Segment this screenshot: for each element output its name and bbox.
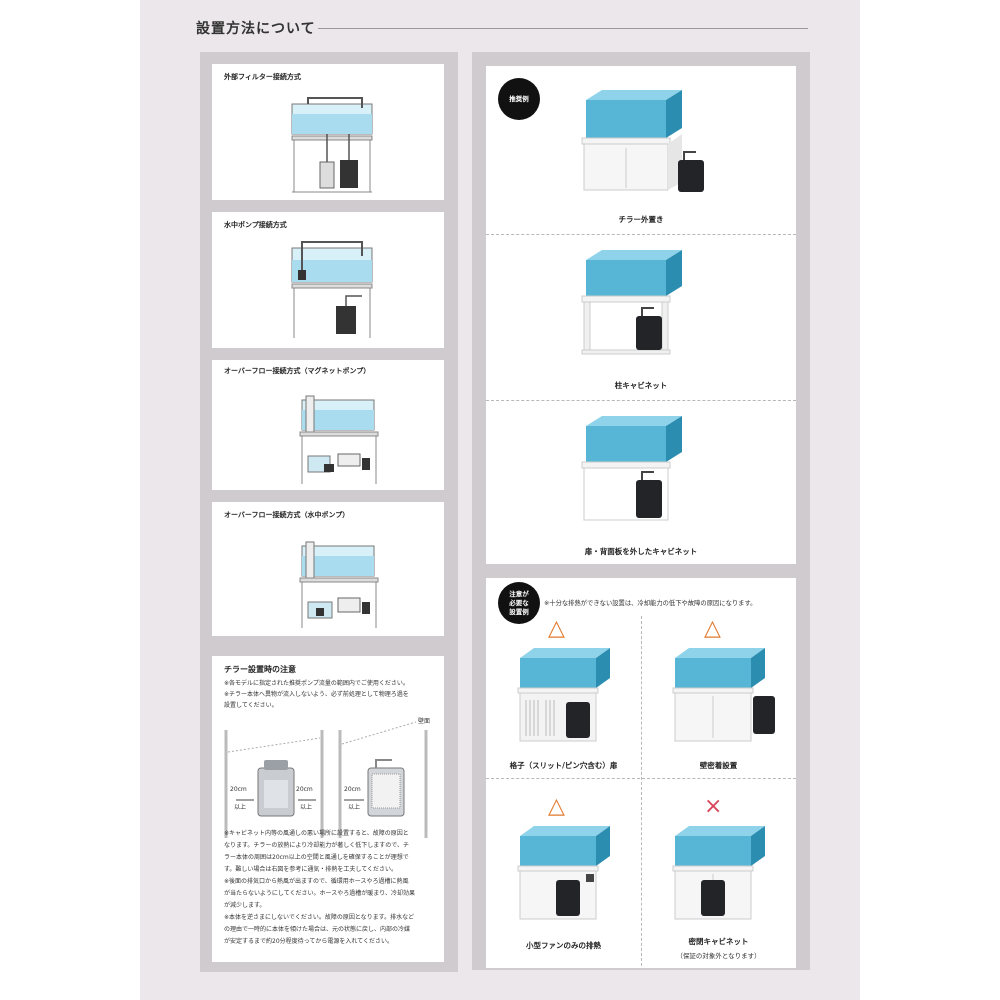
method-label: 外部フィルター接続方式 — [224, 73, 301, 81]
small-fan-illustration — [517, 826, 610, 920]
caution-body-line: ※キャビネット内等の風通しの悪い場所に設置すると、故障の原因と — [224, 830, 409, 837]
attention-badge-line: 必要な — [509, 598, 529, 607]
divider — [641, 616, 642, 966]
caution-body-line: が減少します。 — [224, 902, 266, 909]
attention-card: 注意が 必要な 設置例 ※十分な排熱ができない設置は、冷却能力の低下や故障の原因… — [486, 578, 796, 968]
recommended-example-outside-illustration — [581, 90, 704, 192]
caution-triangle-icon: △ — [548, 794, 565, 819]
method-card-overflow-magnet-pump: オーバーフロー接続方式（マグネットポンプ） — [212, 360, 444, 490]
wall-label: 壁面 — [418, 718, 431, 725]
attention-caption: 密閉キャビネット — [688, 937, 749, 946]
overflow-submersible-pump-diagram — [299, 541, 379, 628]
caution-triangle-icon: △ — [704, 616, 721, 641]
page-title: 設置方法について — [196, 21, 316, 37]
attention-subcaption: （保証の対象外となります） — [676, 952, 761, 960]
clearance-wall-value: 20cm — [344, 786, 361, 793]
method-label: オーバーフロー接続方式（水中ポンプ） — [224, 511, 350, 519]
method-label: オーバーフロー接続方式（マグネットポンプ） — [224, 367, 371, 375]
divider — [486, 400, 796, 401]
caution-intro-line: ※チラー本体へ異物が流入しないよう、必ず前処理として物理ろ過を — [224, 691, 409, 698]
attention-caption: 小型ファンのみの排熱 — [526, 941, 601, 950]
attention-caption: 壁密着設置 — [699, 761, 738, 770]
divider — [486, 234, 796, 235]
caution-intro-line: ※各モデルに指定された推奨ポンプ流量の範囲内でご使用ください。 — [224, 680, 409, 687]
external-filter-diagram — [291, 97, 373, 193]
caution-body-line: ※後面の排気口から熱風が出ますので、循環用ホースやろ過槽に熱風 — [224, 878, 409, 885]
caution-title: チラー設置時の注意 — [224, 665, 296, 674]
lattice-door-illustration — [517, 648, 610, 742]
recommended-example-open-cabinet-illustration — [581, 416, 682, 521]
ng-cross-icon: × — [704, 794, 723, 819]
attention-caption: 格子（スリット/ピン穴含む）扉 — [509, 761, 618, 770]
recommended-badge: 推奨例 — [498, 78, 540, 120]
method-card-submersible-pump: 水中ポンプ接続方式 — [212, 212, 444, 348]
caution-body-line: なります。チラーの放熱により冷却能力が著しく低下しますので、チ — [224, 842, 410, 849]
recommended-example-pillar-illustration — [581, 250, 682, 355]
clearance-wall-suffix: 以上 — [348, 804, 361, 811]
overflow-magnet-pump-diagram — [299, 395, 379, 484]
clearance-right-value: 20cm — [296, 786, 313, 793]
caution-card: チラー設置時の注意 ※各モデルに指定された推奨ポンプ流量の範囲内でご使用ください… — [212, 656, 444, 962]
attention-badge-line: 設置例 — [509, 607, 529, 616]
clearance-left-value: 20cm — [230, 786, 247, 793]
attention-badge: 注意が 必要な 設置例 — [498, 582, 540, 624]
caution-body-line: が当たらないようにしてください。ホースやろ過槽が暖まり、冷却効果 — [224, 890, 415, 897]
sealed-cabinet-illustration — [672, 826, 765, 920]
attention-note: ※十分な排熱ができない設置は、冷却能力の低下や故障の原因になります。 — [544, 600, 757, 607]
attention-badge-line: 注意が — [509, 589, 529, 598]
caution-body-line: す。難しい場合は右図を参考に通気・排熱を工夫してください。 — [224, 866, 398, 873]
caution-intro-line: 設置してください。 — [224, 702, 278, 709]
recommended-caption-pillar: 柱キャビネット — [614, 381, 668, 390]
recommended-caption-outside: チラー外置き — [618, 215, 664, 224]
caution-triangle-icon: △ — [548, 616, 565, 641]
recommended-card: 推奨例 チラー外置き 柱キャビネット 扉・背面板を外したキャビネット — [486, 66, 796, 564]
caution-body-line: が安定するまで約20分程度待ってから電源を入れてください。 — [224, 938, 393, 945]
caution-body-line: ※本体を逆さまにしないでください。故障の原因となります。排水など — [224, 914, 415, 921]
clearance-right-suffix: 以上 — [300, 804, 313, 811]
method-card-overflow-submersible-pump: オーバーフロー接続方式（水中ポンプ） — [212, 502, 444, 636]
against-wall-illustration — [672, 648, 775, 742]
caution-body-line: の理由で一時的に本体を傾けた場合は、元の状態に戻し、内部の冷媒 — [224, 926, 411, 933]
clearance-left-suffix: 以上 — [234, 804, 247, 811]
submersible-pump-diagram — [291, 241, 373, 338]
clearance-diagram — [224, 721, 428, 838]
title-divider — [318, 28, 808, 29]
recommended-caption-open-cabinet: 扉・背面板を外したキャビネット — [584, 547, 698, 556]
method-label: 水中ポンプ接続方式 — [224, 221, 287, 229]
caution-body-line: ラー本体の周囲は20cm以上の空間と風通しを確保することが理想で — [224, 854, 409, 861]
method-card-external-filter: 外部フィルター接続方式 — [212, 64, 444, 200]
